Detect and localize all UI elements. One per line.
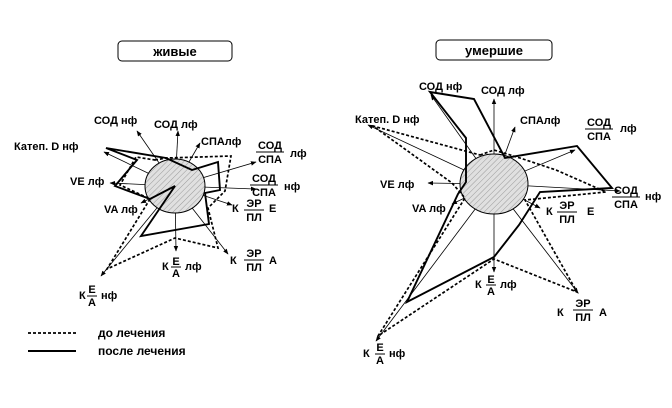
label-k-er-pl-e: К ЭР ПЛ Е: [546, 200, 594, 226]
label-k-ea-nf: К E A нф: [363, 342, 406, 367]
label-katep-nf: Катеп. D нф: [355, 114, 420, 126]
svg-text:СПА: СПА: [252, 187, 276, 199]
label-sod-spa-nf: СОД СПА нф: [250, 173, 301, 199]
svg-text:нф: нф: [284, 181, 301, 193]
label-k-er-pl-a: К ЭР ПЛ А: [230, 248, 277, 274]
label-sod-spa-nf: СОД СПА нф: [612, 185, 662, 211]
svg-text:лф: лф: [185, 261, 202, 273]
label-sod-lf: СОД лф: [481, 85, 525, 97]
panel-title-alive: живые: [117, 40, 233, 62]
label-sod-lf: СОД лф: [154, 119, 198, 131]
svg-text:К: К: [557, 307, 564, 319]
svg-text:E: E: [487, 274, 494, 286]
svg-text:нф: нф: [645, 191, 662, 203]
label-k-er-pl-e: К ЭР ПЛ Е: [232, 198, 276, 224]
svg-text:К: К: [162, 261, 169, 273]
legend-after-label: после лечения: [98, 344, 186, 358]
svg-text:E: E: [88, 284, 95, 296]
svg-text:лф: лф: [500, 279, 517, 291]
svg-text:СОД: СОД: [614, 185, 638, 197]
series-before-alive: [104, 155, 233, 271]
label-sod-nf: СОД нф: [419, 81, 463, 93]
label-va-lf: VA лф: [104, 204, 138, 216]
label-va-lf: VA лф: [412, 203, 446, 215]
svg-text:ЭР: ЭР: [559, 200, 574, 212]
label-k-ea-lf: К E A лф: [475, 274, 517, 298]
svg-text:СПА: СПА: [587, 131, 611, 143]
svg-text:СОД: СОД: [587, 117, 611, 129]
svg-text:К: К: [79, 290, 86, 302]
svg-text:ПЛ: ПЛ: [575, 312, 591, 324]
labels-dead: СОД нф СОД лф СПАлф Катеп. D нф VE лф VA…: [355, 81, 662, 367]
svg-text:лф: лф: [290, 148, 307, 160]
label-ve-lf: VE лф: [380, 179, 415, 191]
label-sod-spa-lf: СОД СПА лф: [585, 117, 637, 143]
svg-text:Е: Е: [587, 206, 594, 218]
label-sod-spa-lf: СОД СПА лф: [256, 140, 307, 166]
svg-text:A: A: [88, 297, 96, 309]
svg-text:СОД: СОД: [258, 140, 282, 152]
svg-text:A: A: [376, 355, 384, 367]
svg-text:ПЛ: ПЛ: [246, 262, 262, 274]
svg-text:ЭР: ЭР: [246, 248, 261, 260]
svg-text:E: E: [172, 256, 179, 268]
label-k-ea-nf: К E A нф: [79, 284, 118, 309]
panel-title-dead: умершие: [435, 39, 553, 61]
svg-text:нф: нф: [101, 290, 118, 302]
svg-text:A: A: [487, 286, 495, 298]
svg-text:ЭР: ЭР: [575, 298, 590, 310]
svg-text:СПА: СПА: [614, 199, 638, 211]
svg-text:ПЛ: ПЛ: [559, 214, 575, 226]
svg-text:К: К: [363, 348, 370, 360]
svg-text:лф: лф: [620, 123, 637, 135]
label-k-ea-lf: К E A лф: [162, 256, 202, 280]
svg-text:ЭР: ЭР: [246, 198, 261, 210]
svg-text:К: К: [475, 279, 482, 291]
series-before-dead: [372, 125, 610, 337]
svg-text:СОД: СОД: [252, 173, 276, 185]
svg-text:ПЛ: ПЛ: [246, 212, 262, 224]
svg-text:К: К: [230, 255, 237, 267]
svg-text:Е: Е: [269, 203, 276, 215]
panel-alive: живые: [100, 40, 257, 277]
panel-dead: умершие: [367, 39, 621, 342]
svg-text:А: А: [599, 307, 607, 319]
svg-text:К: К: [546, 206, 553, 218]
svg-text:A: A: [172, 268, 180, 280]
label-katep-nf: Катеп. D нф: [14, 141, 79, 153]
series-after-dead: [404, 90, 614, 305]
svg-text:К: К: [232, 203, 239, 215]
svg-text:А: А: [269, 255, 277, 267]
svg-text:E: E: [376, 342, 383, 354]
label-sod-nf: СОД нф: [94, 115, 138, 127]
labels-alive: СОД нф СОД лф СПАлф Катеп. D нф VE лф VA…: [14, 115, 307, 309]
svg-text:СПА: СПА: [258, 154, 282, 166]
label-ve-lf: VE лф: [70, 176, 105, 188]
panel-title-text: живые: [152, 44, 197, 59]
series-after-alive: [105, 147, 222, 238]
legend: до лечения после лечения: [28, 326, 186, 358]
svg-text:нф: нф: [389, 348, 406, 360]
center-ellipse: [459, 153, 529, 215]
label-spa-lf: СПАлф: [520, 115, 561, 127]
label-k-er-pl-a: К ЭР ПЛ А: [557, 298, 607, 324]
label-spa-lf: СПАлф: [201, 136, 242, 148]
panel-title-text: умершие: [465, 43, 523, 58]
legend-before-label: до лечения: [98, 326, 165, 340]
